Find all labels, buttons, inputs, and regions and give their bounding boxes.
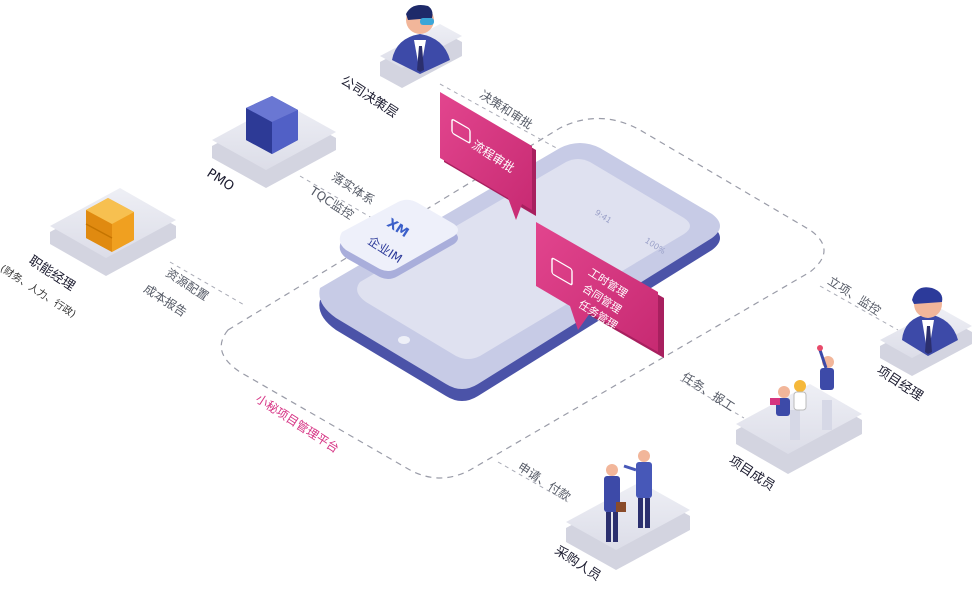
work-items-card bbox=[536, 222, 664, 358]
workflow-card bbox=[440, 92, 536, 220]
team-members-figures bbox=[770, 345, 834, 440]
tablet-device bbox=[319, 143, 720, 401]
connector-functional bbox=[169, 261, 247, 307]
inbox-icon bbox=[551, 257, 573, 286]
document-icon bbox=[451, 118, 471, 144]
executive-avatar bbox=[392, 5, 450, 74]
briefcase-icon bbox=[85, 198, 134, 252]
pmo-cube-icon bbox=[246, 96, 298, 154]
project-manager-avatar bbox=[902, 287, 958, 356]
sunglasses-icon bbox=[420, 18, 434, 25]
tablet-home-button bbox=[398, 336, 410, 344]
connector-pmo bbox=[299, 175, 373, 219]
connector-project-manager bbox=[819, 285, 899, 331]
connector-purchasing bbox=[497, 461, 569, 503]
purchasing-figures bbox=[604, 450, 652, 542]
im-tile bbox=[339, 199, 458, 279]
connector-lines bbox=[169, 83, 899, 503]
connector-executive bbox=[439, 83, 561, 151]
